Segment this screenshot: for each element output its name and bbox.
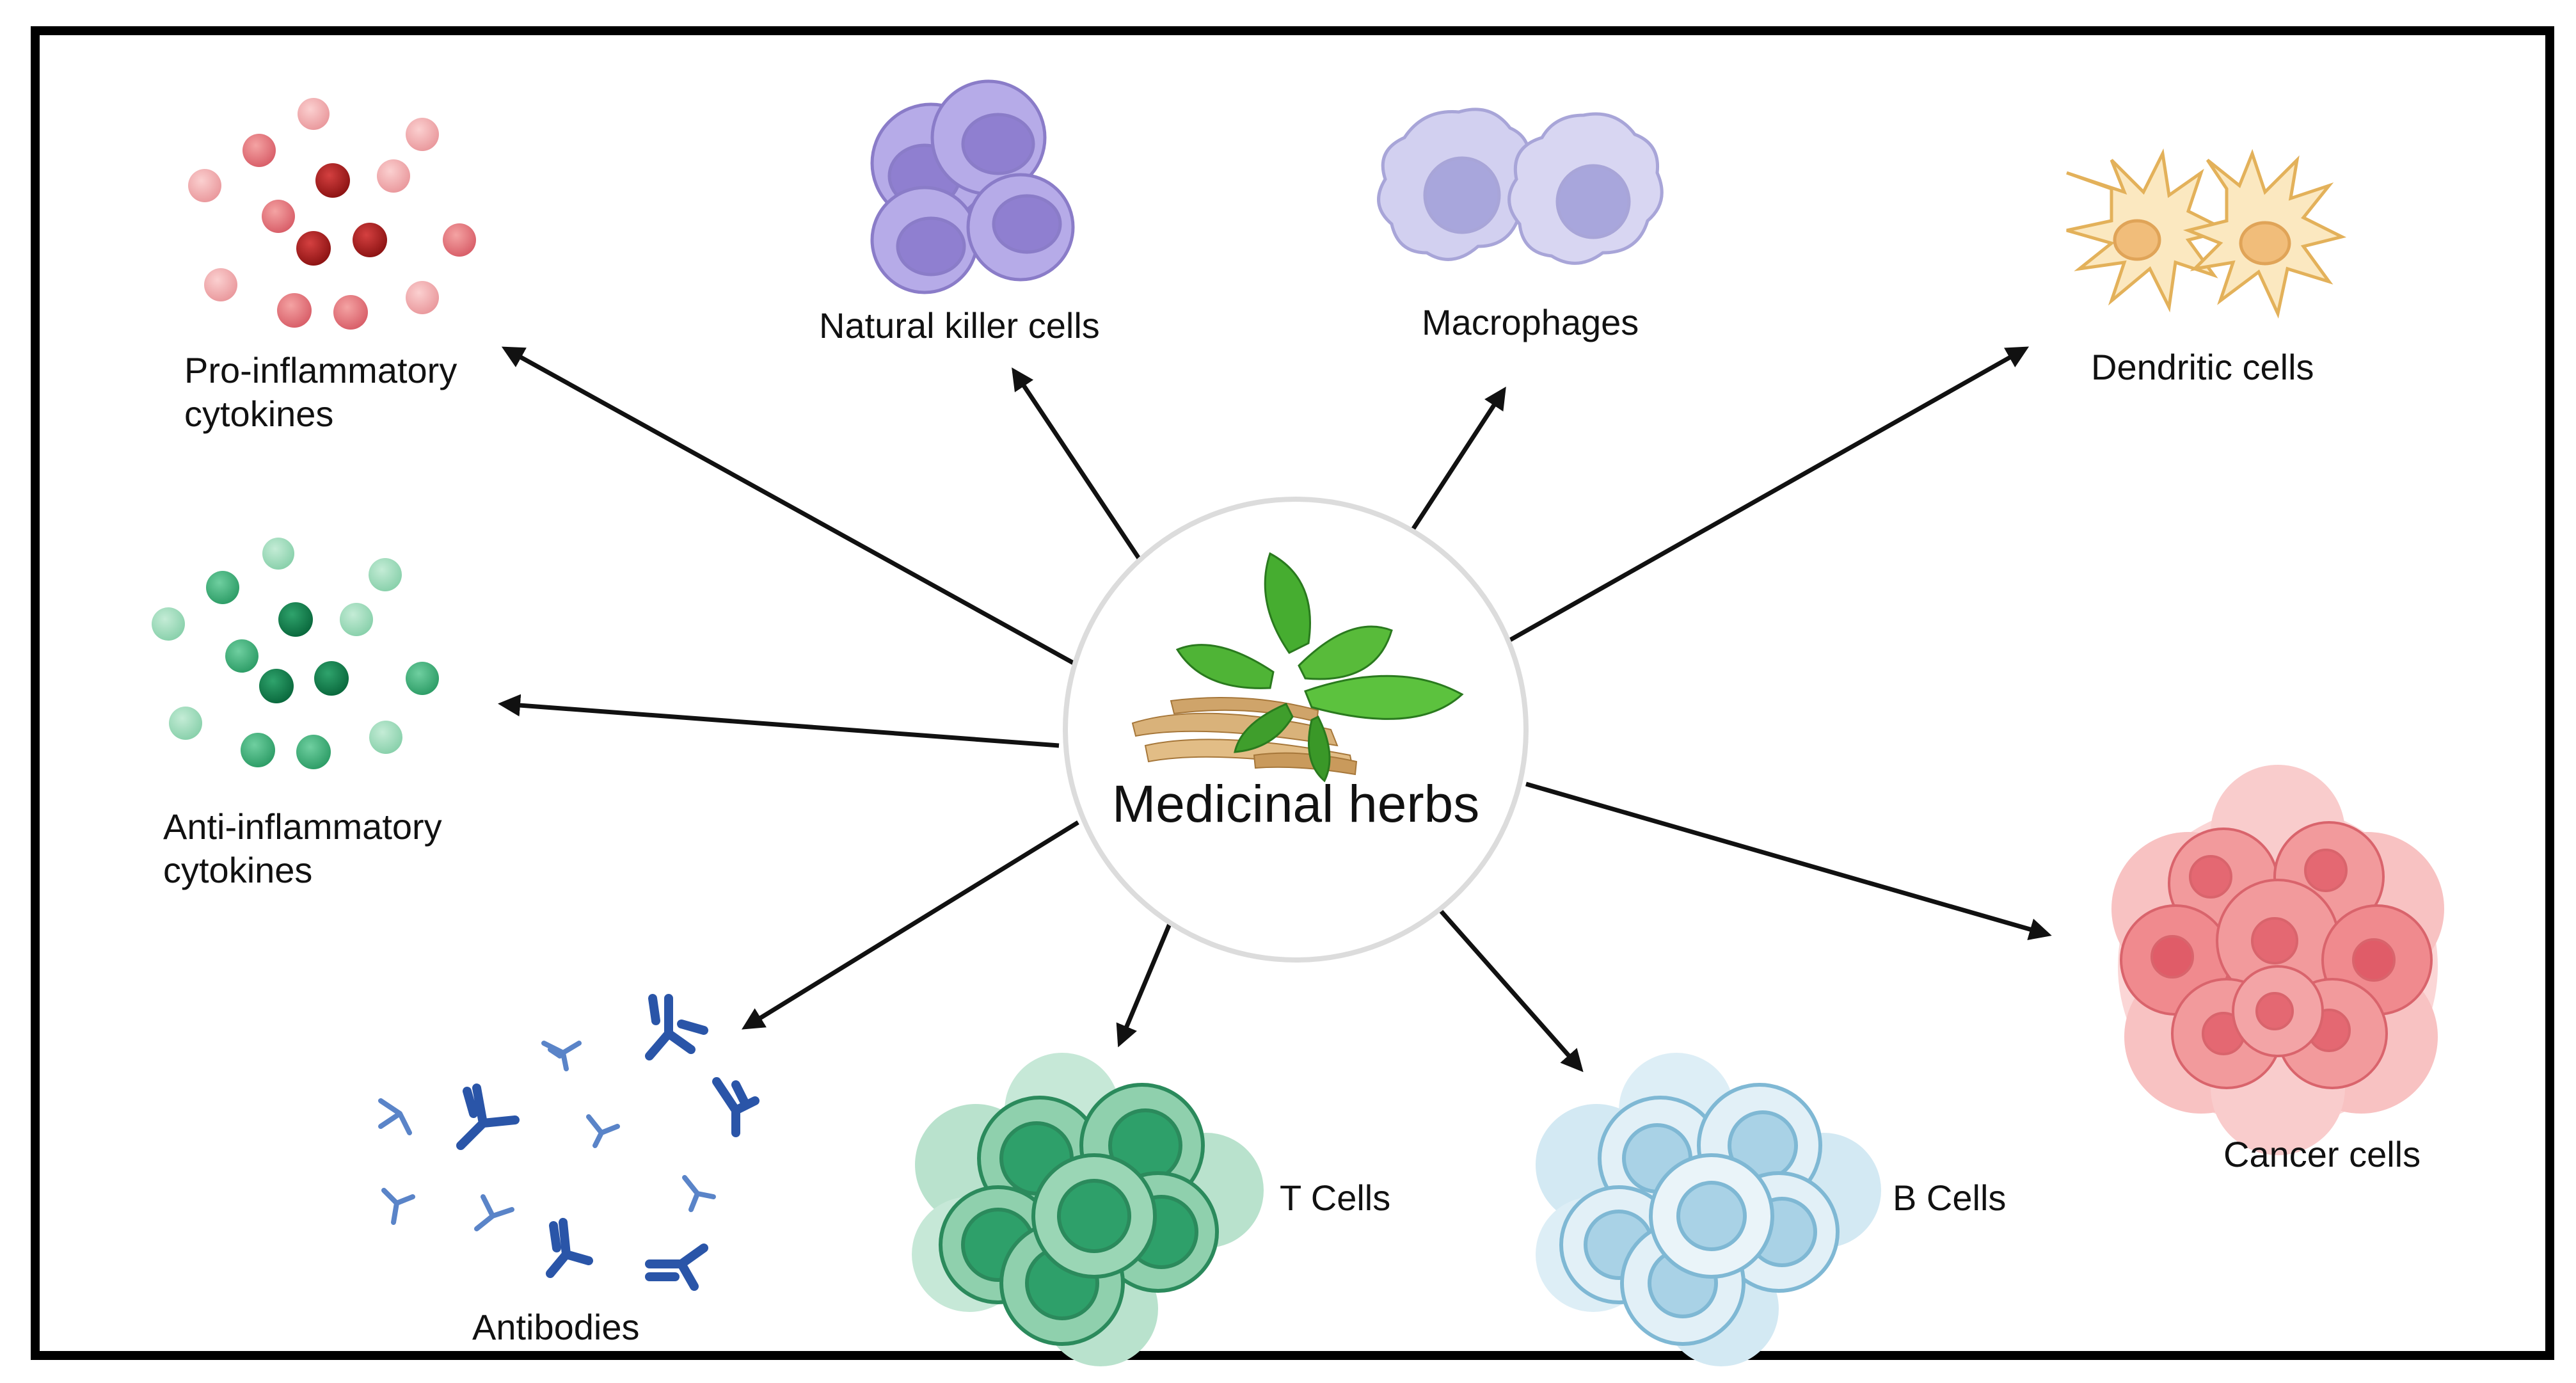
b-cells-label: B Cells [1893, 1178, 2007, 1218]
cancer-cell-cluster-icon [2111, 765, 2444, 1155]
nk-cells-icon [870, 79, 1075, 294]
pro-inflammatory-label-line2: cytokines [184, 394, 334, 434]
arrows-group [498, 346, 2052, 1073]
arrow-to-antibodies [742, 820, 1079, 1030]
b-cell-cluster-icon [1536, 1053, 1881, 1366]
anti-inflammatory-label-line2: cytokines [163, 850, 313, 890]
anti-inflammatory-label-line1: Anti-inflammatory [163, 806, 442, 847]
dendritic-cells-label: Dendritic cells [2091, 347, 2314, 387]
green-cytokine-dots-icon [152, 538, 439, 769]
arrow-to-pro-inflammatory [501, 346, 1079, 668]
antibody-icon [378, 994, 759, 1291]
herb-roots-icon [1131, 552, 1464, 783]
arrow-to-cancer [1525, 781, 2052, 941]
medicinal-herbs-label: Medicinal herbs [1112, 775, 1480, 833]
arrow-to-b-cells [1431, 900, 1584, 1073]
pro-inflammatory-label: Pro-inflammatory cytokines [184, 349, 457, 436]
pro-inflammatory-label-line1: Pro-inflammatory [184, 350, 457, 390]
t-cells-label: T Cells [1280, 1178, 1391, 1218]
macrophage-icon [1377, 108, 1664, 265]
macrophages-label: Macrophages [1422, 302, 1639, 342]
arrow-to-nk-cells [1012, 367, 1150, 574]
arrow-to-t-cells [1116, 904, 1180, 1048]
antibodies-label: Antibodies [472, 1307, 640, 1347]
arrow-to-dendritic [1509, 346, 2030, 643]
cancer-cells-label: Cancer cells [2223, 1134, 2421, 1174]
arrow-to-anti-inflammatory [498, 694, 1060, 748]
nk-cells-label: Natural killer cells [819, 305, 1100, 346]
t-cell-cluster-icon [912, 1053, 1264, 1366]
anti-inflammatory-label: Anti-inflammatory cytokines [163, 805, 442, 892]
arrow-to-macrophages [1399, 387, 1506, 548]
red-cytokine-dots-icon [188, 98, 476, 330]
dendritic-cell-icon [2066, 148, 2347, 319]
